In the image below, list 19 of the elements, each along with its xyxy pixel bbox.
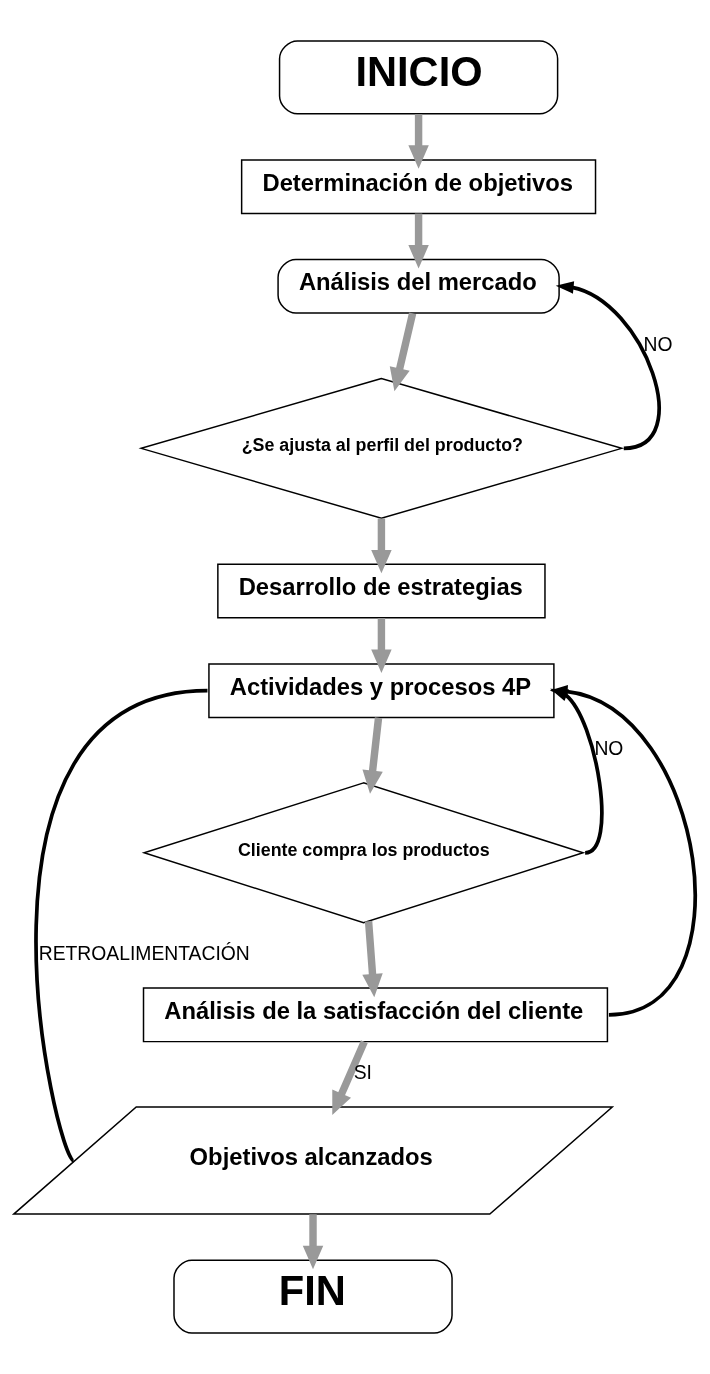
node-box: Análisis de la satisfacción del cliente (142, 987, 609, 1043)
node-diamond: Cliente compra los productos (141, 782, 586, 924)
arrow (408, 114, 429, 169)
arrow (555, 281, 661, 451)
edge-label: NO (594, 738, 624, 760)
edge-label: RETROALIMENTACIÓN (38, 943, 250, 965)
node-box: FIN (173, 1259, 453, 1334)
edge-label: SI (353, 1062, 372, 1084)
arrow (332, 1040, 368, 1116)
node-box: INICIO (278, 40, 559, 115)
node-box: Análisis del mercado (277, 258, 560, 314)
arrow (362, 717, 383, 794)
node-box: Determinación de objetivos (240, 159, 597, 215)
arrow (389, 312, 417, 392)
node-box: Desarrollo de estrategias (217, 563, 546, 619)
edge-label: NO (643, 333, 673, 355)
node-box: Actividades y procesos 4P (208, 663, 555, 719)
connector (34, 688, 208, 1162)
node-diamond: ¿Se ajusta al perfil del producto? (138, 377, 625, 519)
